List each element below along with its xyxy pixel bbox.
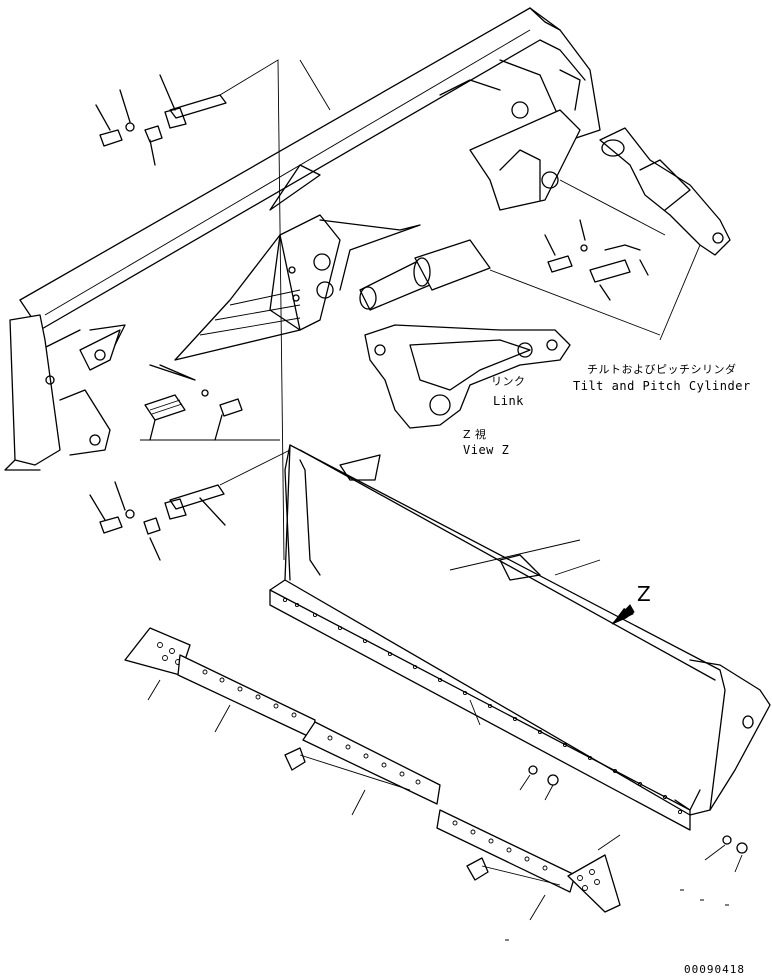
link-label-en: Link xyxy=(493,394,524,408)
view-z-label-en: View Z xyxy=(463,443,510,457)
tilt-pitch-cylinder-upper xyxy=(599,127,731,256)
right-end-bracket xyxy=(469,69,581,211)
cutting-edge-left xyxy=(177,654,316,739)
cutting-edge-middle xyxy=(302,721,441,816)
cylinder-pin-group xyxy=(544,219,649,301)
left-end-bit xyxy=(124,627,191,701)
right-end-bit xyxy=(567,834,621,913)
cutting-edge-right xyxy=(436,809,576,921)
upper-left-pin-group xyxy=(95,74,227,166)
lower-left-pin-group xyxy=(89,481,226,561)
link-arm xyxy=(364,324,571,429)
view-z-arrow xyxy=(611,604,635,625)
view-z-label-jp: Z 視 xyxy=(463,428,487,441)
blade-bolt-holes xyxy=(282,597,683,815)
leader-lines xyxy=(140,59,701,561)
tilt-pitch-label-jp: チルトおよびピッチシリンダ xyxy=(587,363,737,376)
left-side-plate xyxy=(4,314,126,471)
tilt-pitch-cylinder-lower xyxy=(359,239,491,311)
center-bracket xyxy=(174,214,421,361)
view-z-arrow-label: Z xyxy=(637,582,652,606)
shim-group xyxy=(144,364,243,441)
edge-bolts xyxy=(284,747,748,941)
drawing-number: 00090418 xyxy=(684,963,745,976)
link-label-jp: リンク xyxy=(491,375,526,388)
tilt-pitch-label-en: Tilt and Pitch Cylinder xyxy=(573,379,751,393)
blade-view-z xyxy=(269,444,771,831)
